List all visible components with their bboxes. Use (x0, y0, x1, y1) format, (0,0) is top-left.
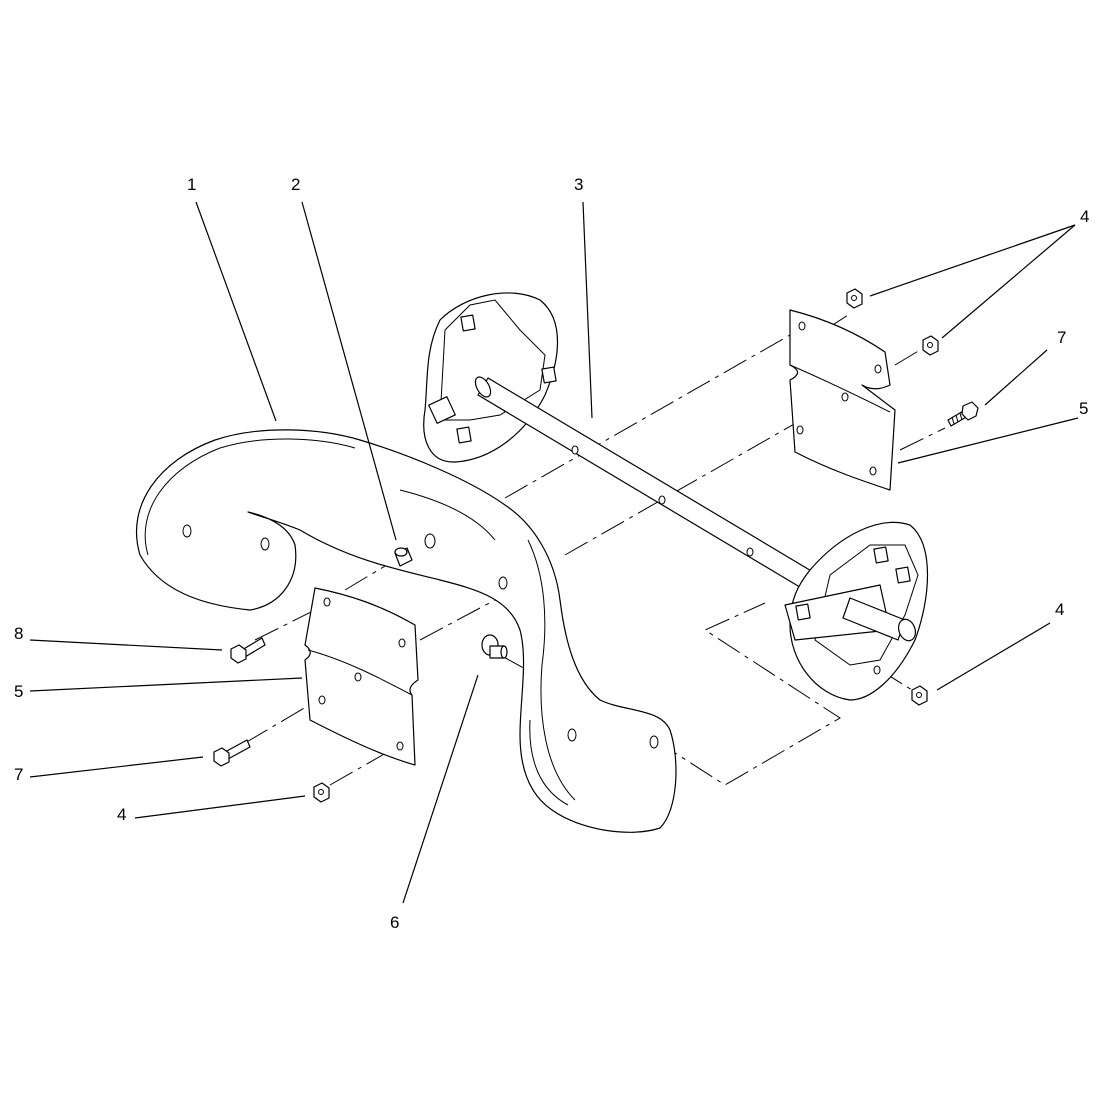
callout-5-left: 5 (14, 682, 23, 701)
callout-6: 6 (390, 913, 399, 932)
callout-1: 1 (187, 175, 196, 194)
callout-5-right: 5 (1079, 399, 1088, 418)
auger-shaft-part-3 (423, 292, 929, 701)
leader-lines (29, 201, 1079, 904)
spacer-part-2 (394, 547, 413, 567)
hex-nut-part-4-mid (922, 335, 939, 356)
bolt-part-7-right (947, 401, 979, 427)
callout-3: 3 (574, 175, 583, 194)
bushing-part-6 (481, 634, 508, 659)
callout-7-right: 7 (1057, 328, 1066, 347)
auger-flight-part-1 (135, 429, 677, 833)
hex-nut-part-4-right-lower (911, 685, 928, 706)
callout-labels: 1 2 3 4 7 5 4 8 5 7 4 6 (14, 175, 1089, 932)
callout-7-left: 7 (14, 765, 23, 784)
hardware (213, 288, 979, 803)
callout-4-left: 4 (117, 805, 126, 824)
bolt-part-8 (230, 637, 266, 664)
bracket-plate-part-5-right (789, 309, 896, 491)
hex-nut-part-4-left (313, 782, 330, 803)
bolt-part-7-left (213, 739, 251, 767)
callout-4-right: 4 (1055, 600, 1064, 619)
callout-4-top-right: 4 (1080, 207, 1089, 226)
bracket-plate-part-5-left (304, 587, 419, 766)
hex-nut-part-4-top (846, 288, 863, 309)
callout-2: 2 (291, 175, 300, 194)
callout-8: 8 (14, 624, 23, 643)
